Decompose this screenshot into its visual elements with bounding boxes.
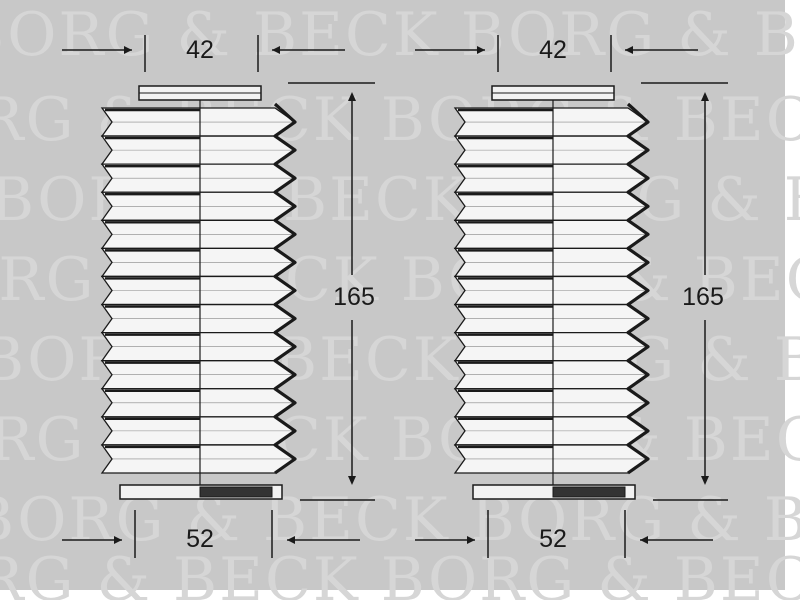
steering-boot: [415, 35, 728, 558]
height-label-left: 165: [333, 283, 375, 311]
watermark-text: BORG & BECK BORG & BECK BORG & BECK: [0, 545, 800, 600]
bottom-band: [552, 486, 626, 498]
bottom-band: [199, 486, 273, 498]
profile-line: [273, 102, 297, 475]
watermark-text: BORG & BECK BORG & BECK BORG & BECK: [0, 0, 800, 70]
arrowhead: [124, 46, 132, 54]
arrowhead: [348, 476, 356, 485]
bottom-width-label-right: 52: [539, 525, 567, 553]
top-width-label-right: 42: [539, 36, 567, 64]
arrowhead: [625, 46, 633, 54]
arrowhead: [701, 476, 709, 485]
height-label-right: 165: [682, 283, 724, 311]
bottom-width-label-left: 52: [186, 525, 214, 553]
arrowhead: [348, 92, 356, 101]
arrowhead: [287, 536, 295, 544]
arrowhead: [114, 536, 122, 544]
steering-boot: [62, 35, 375, 558]
arrowhead: [477, 46, 485, 54]
arrowhead: [467, 536, 475, 544]
arrowhead: [701, 92, 709, 101]
top-width-label-left: 42: [186, 36, 214, 64]
arrowhead: [272, 46, 280, 54]
boot-drawings: [62, 35, 728, 558]
profile-line: [626, 102, 650, 475]
arrowhead: [640, 536, 648, 544]
